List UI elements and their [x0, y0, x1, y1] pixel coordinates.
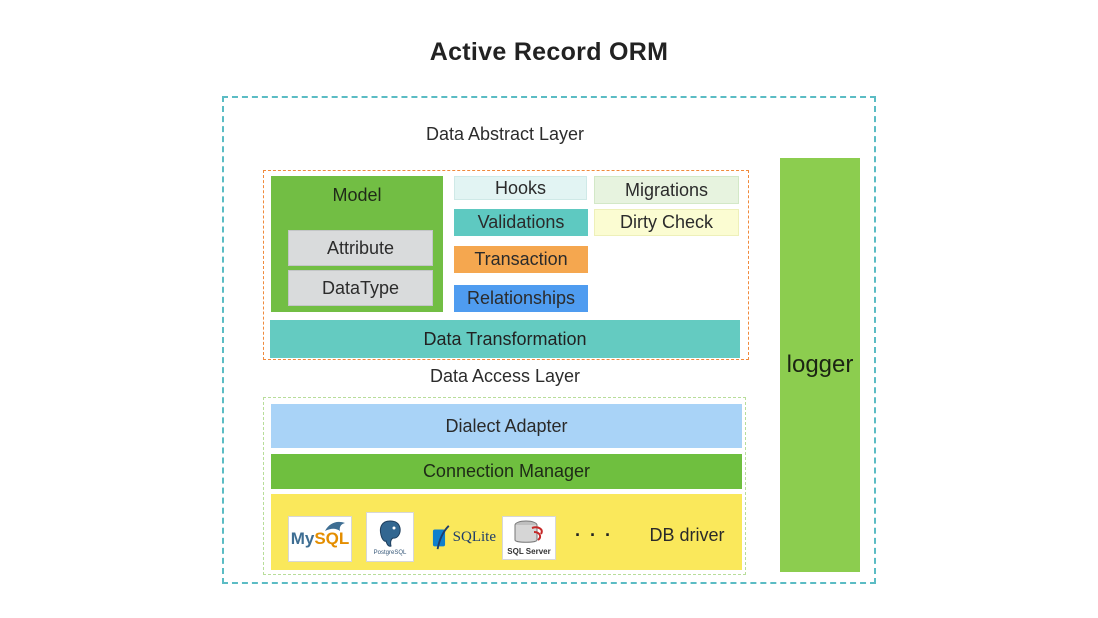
database-cylinder-icon: [514, 520, 543, 543]
more-drivers-ellipsis: · · ·: [575, 524, 613, 545]
transaction-box: Transaction: [454, 246, 588, 273]
sqlite-logo-text: SQLite: [452, 528, 496, 545]
mysql-logo-my: My: [290, 529, 315, 548]
orm-outer-frame: [222, 96, 876, 584]
relationships-box: Relationships: [454, 285, 588, 312]
data-access-layer-label: Data Access Layer: [429, 366, 581, 386]
data-abstract-layer-frame: [263, 170, 749, 360]
data-abstract-layer-label: Data Abstract Layer: [425, 124, 585, 144]
data-transformation-box: Data Transformation: [270, 320, 740, 358]
dolphin-icon: [325, 521, 345, 531]
data-access-layer-frame: [263, 397, 746, 575]
logger-box: logger: [780, 158, 860, 572]
postgresql-logo-text: PostgreSQL: [373, 549, 407, 556]
sql-server-icon: SQL Server: [502, 516, 556, 560]
model-label: Model: [332, 184, 382, 205]
diagram-title: Active Record ORM: [429, 38, 669, 66]
dialect-adapter-box: Dialect Adapter: [271, 404, 742, 448]
elephant-icon: [379, 519, 401, 547]
mysql-logo-sql: SQL: [314, 529, 350, 548]
hooks-box: Hooks: [454, 176, 587, 200]
dirty-check-box: Dirty Check: [594, 209, 739, 236]
postgresql-elephant-icon: PostgreSQL: [366, 512, 414, 562]
sql-server-logo-text: SQL Server: [507, 547, 551, 556]
feather-icon: [432, 525, 450, 550]
attribute-box: Attribute: [288, 230, 433, 266]
datatype-box: DataType: [288, 270, 433, 306]
mysql-logo-text: MySQL: [291, 529, 350, 549]
sqlite-feather-icon: SQLite: [432, 522, 496, 552]
validations-box: Validations: [454, 209, 588, 236]
connection-manager-box: Connection Manager: [271, 454, 742, 489]
db-driver-label: DB driver: [649, 524, 725, 545]
migrations-box: Migrations: [594, 176, 739, 204]
mysql-logo-icon: MySQL: [288, 516, 352, 562]
